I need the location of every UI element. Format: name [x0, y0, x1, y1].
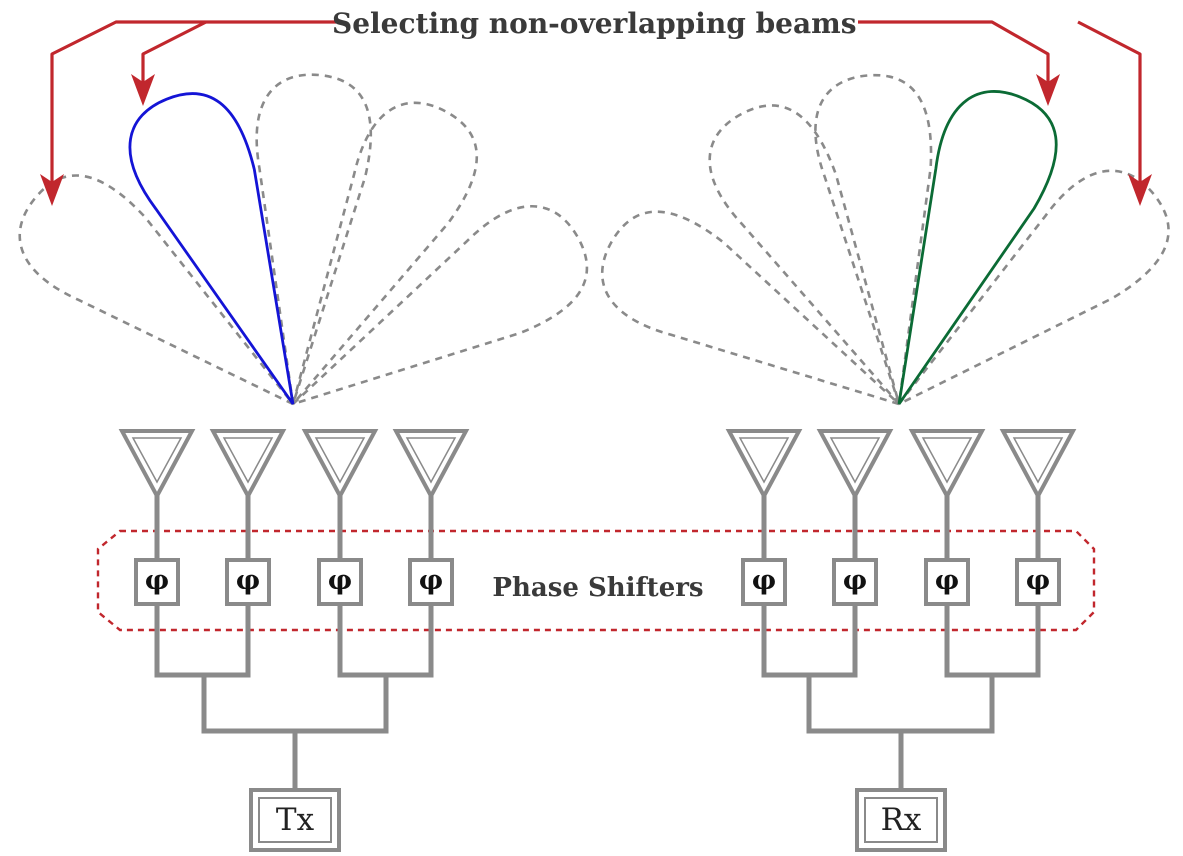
rx-beam-selected: [842, 74, 1075, 426]
phase-symbol: φ: [418, 565, 444, 596]
arrowhead: [1128, 174, 1152, 206]
antenna-icon: [392, 429, 470, 501]
antenna-icon: [999, 429, 1077, 501]
phase-symbol: φ: [842, 565, 868, 596]
tx-phase-shifters: [134, 558, 454, 606]
arrowhead: [131, 74, 155, 106]
diagram-title: Selecting non-overlapping beams: [332, 7, 857, 40]
selection-arrows: [50, 20, 1142, 182]
antenna-icon: [816, 429, 894, 501]
phase-symbol: φ: [144, 565, 170, 596]
tx-feed-network: [154, 494, 434, 790]
phase-symbol: φ: [751, 565, 777, 596]
rx-beam-pattern: [582, 69, 1183, 458]
antenna-icon: [725, 429, 803, 501]
phase-symbol: φ: [327, 565, 353, 596]
phase-shifter-box: [134, 558, 180, 606]
antenna-icon: [209, 429, 287, 501]
tx-beam-pattern: [0, 68, 608, 453]
rx-phase-shifters: [741, 558, 1061, 606]
antenna-icon: [908, 429, 986, 501]
phase-shifter-box: [1015, 558, 1061, 606]
rx-feed-network: [761, 494, 1041, 790]
phase-symbol: φ: [1025, 565, 1051, 596]
antenna-icon: [301, 429, 379, 501]
arrowhead: [1036, 74, 1060, 106]
antenna-icon: [118, 429, 196, 501]
rx-box: [855, 788, 947, 852]
tx-antenna-array: [118, 429, 470, 501]
arrowheads: [40, 74, 1152, 206]
tx-beam-unselected: [261, 185, 608, 453]
arrow-right-inner: [858, 20, 1050, 82]
rx-antenna-array: [725, 429, 1077, 501]
tx-label: Tx: [275, 802, 315, 838]
tx-beam-unselected: [0, 152, 329, 452]
phase-symbol: φ: [235, 565, 261, 596]
tx-beam-unselected: [232, 68, 378, 411]
rx-beam-unselected: [860, 148, 1183, 448]
phase-shifter-group-outline: [96, 529, 1096, 632]
tx-beam-unselected: [238, 83, 498, 431]
arrowhead: [40, 174, 64, 206]
phase-shifter-box: [832, 558, 878, 606]
arrow-right-outer: [1077, 20, 1142, 182]
phase-shifter-box: [225, 558, 271, 606]
rx-label: Rx: [880, 802, 922, 838]
phase-shifter-box: [408, 558, 454, 606]
phase-shifter-box: [741, 558, 787, 606]
arrow-left-inner: [141, 20, 207, 82]
phase-shifters-label: Phase Shifters: [492, 573, 704, 603]
phase-shifter-box: [317, 558, 363, 606]
tx-box: [249, 788, 341, 852]
arrow-left-outer: [50, 20, 336, 182]
phase-symbol: φ: [934, 565, 960, 596]
rx-beam-unselected: [582, 190, 928, 458]
phase-shifter-box: [924, 558, 970, 606]
